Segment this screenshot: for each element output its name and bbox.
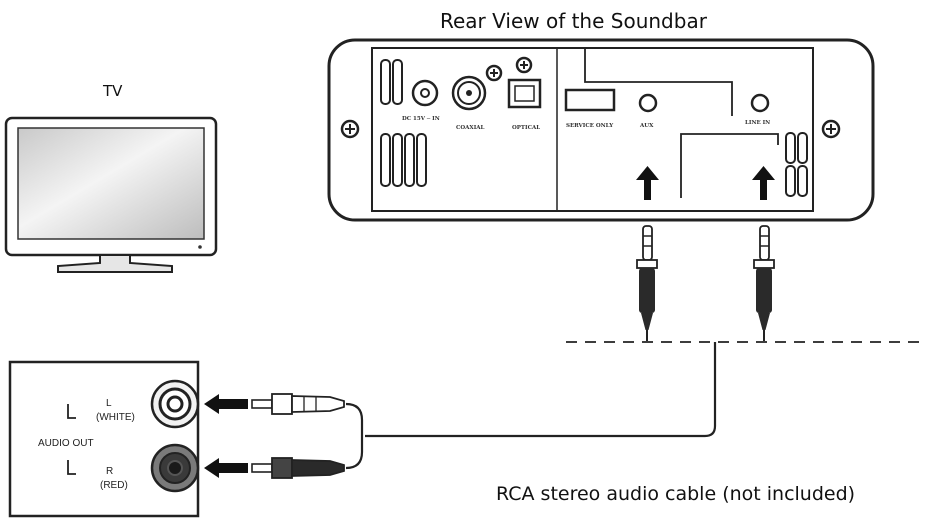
mounting-screw-right-icon [821,119,841,139]
rca-jack-red-icon [150,443,200,493]
port-label-coaxial: COAXIAL [456,125,485,131]
service-usb-port-icon [564,88,616,112]
arrow-up-icon [752,166,775,200]
rca-jack-white-icon [150,379,200,429]
rca-plug-red-icon [251,457,345,479]
cable-caption: RCA stereo audio cable (not included) [496,483,855,505]
optical-port-icon [507,78,542,109]
line-in-jack-icon [750,93,770,113]
rca-stereo-cable [345,342,717,470]
arrow-left-icon [204,394,248,414]
port-label-service-only: SERVICE ONLY [566,123,613,129]
port-label-aux: AUX [639,123,654,129]
port-label-line-in: LINE IN [745,120,770,126]
arrow-left-icon [204,458,248,478]
panel-screw-2-icon [515,56,533,74]
port-label-optical: OPTICAL [512,125,540,131]
left-channel-color: (WHITE) [96,412,135,423]
coaxial-jack-icon [451,75,487,111]
rca-plug-white-icon [251,393,345,415]
dc-in-jack-icon [411,79,439,107]
bracket-right [67,460,76,475]
port-label-dc-in: DC 15V ─ IN [402,116,440,122]
tv-label: TV [102,82,123,100]
diagram-title: Rear View of the Soundbar [440,9,708,33]
bracket-left [67,404,76,419]
left-channel-letter: L [106,398,112,409]
right-channel-color: (RED) [100,480,128,491]
arrow-up-icon [636,166,659,200]
aux-jack-icon [638,93,658,113]
line-in-3.5mm-plug-icon [753,225,775,330]
vent-slots-right [785,132,808,197]
audio-out-label: AUDIO OUT [38,438,94,449]
mounting-screw-left-icon [340,119,360,139]
panel-screw-1-icon [485,64,503,82]
vent-slots-left [380,59,427,187]
right-channel-letter: R [106,466,113,477]
tv-illustration [4,116,218,273]
aux-3.5mm-plug-icon [636,225,658,330]
soundbar-rear-panel: DC 15V ─ IN COAXIAL OPTICAL SERVICE ONLY… [327,38,875,222]
